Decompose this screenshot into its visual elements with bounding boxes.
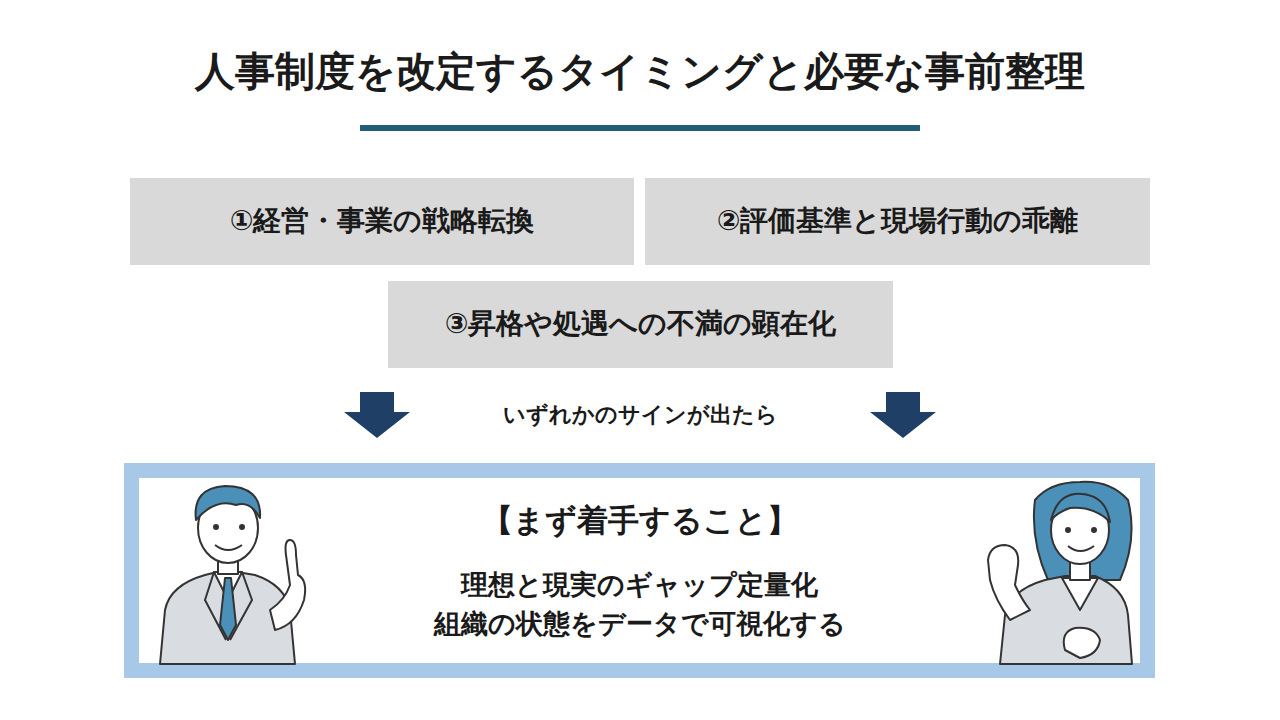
- down-arrow: [870, 392, 936, 438]
- sign-box: ①経営・事業の戦略転換: [130, 178, 634, 265]
- box-heading: 【まず着手すること】: [482, 498, 798, 543]
- title-underline: [360, 125, 920, 131]
- down-arrow: [344, 392, 410, 438]
- box-heading: ②評価基準と現場行動の乖離: [717, 201, 1079, 242]
- sign-box: ③昇格や処遇への不満の顕在化: [388, 281, 893, 368]
- businesswoman-illustration: [988, 482, 1132, 664]
- box-heading: ③昇格や処遇への不満の顕在化: [445, 304, 837, 345]
- note-label: いずれかのサインが出たら: [499, 400, 782, 430]
- box-heading: ①経営・事業の戦略転換: [230, 201, 535, 242]
- businessman-illustration: [160, 486, 305, 664]
- box-body: 理想と現実のギャップ定量化 組織の状態をデータで可視化する: [360, 565, 920, 643]
- sign-box: ②評価基準と現場行動の乖離: [645, 178, 1150, 265]
- title: 人事制度を改定するタイミングと必要な事前整理: [0, 44, 1280, 99]
